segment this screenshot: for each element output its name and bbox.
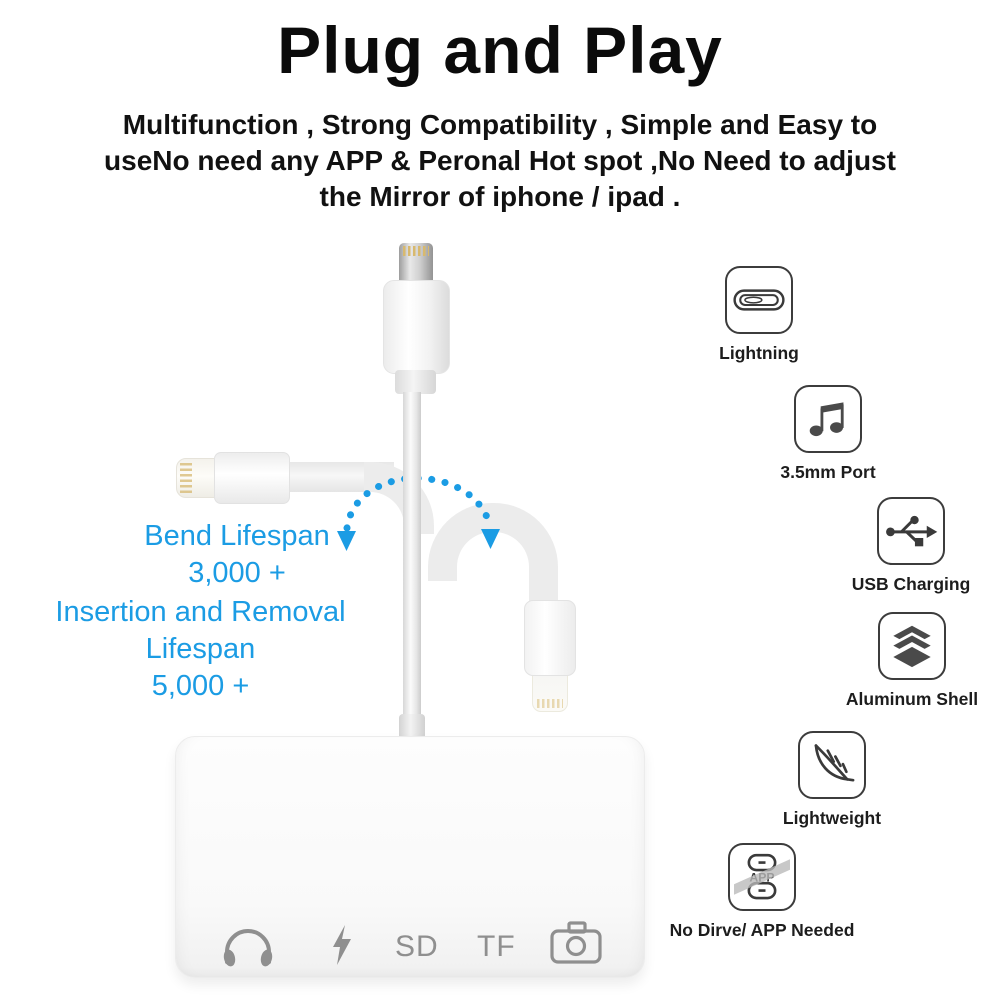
left-connector-body: [214, 452, 290, 504]
feature-no-app-needed: APP No Dirve/ APP Needed: [652, 843, 872, 941]
main-plug-body: [383, 280, 450, 374]
main-cable: [403, 392, 421, 722]
flat-cable-arch: [428, 503, 558, 581]
adapter-body: SD TF: [175, 736, 645, 978]
feather-icon: [814, 744, 855, 782]
tf-port-label: TF: [477, 930, 516, 963]
usb-icon: [886, 515, 938, 547]
feature-lightning: Lightning: [649, 266, 869, 364]
subtitle-line-1: Multifunction , Strong Compatibility , S…: [122, 109, 878, 140]
music-note-icon: [809, 402, 844, 437]
gold-pins: [180, 463, 192, 493]
main-plug-neck: [395, 370, 436, 394]
insertion-lifespan-label: Insertion and Removal Lifespan: [55, 596, 346, 665]
page-title: Plug and Play: [277, 13, 723, 87]
feature-icon-box: [725, 266, 793, 334]
feature-label: USB Charging: [851, 574, 971, 594]
no-app-icon: APP: [734, 853, 790, 900]
headphones-icon: [223, 929, 273, 967]
feature-usb-charging: USB Charging: [801, 497, 1000, 595]
layers-icon: [893, 625, 931, 668]
feature-icon-box: [877, 497, 945, 565]
charging-bolt-icon: [333, 925, 351, 965]
camera-icon: [550, 921, 602, 964]
gold-pins: [537, 699, 563, 708]
hanging-connector-body: [524, 600, 576, 676]
feature-icon-box: APP: [728, 843, 796, 911]
insertion-lifespan-annotation: Insertion and Removal Lifespan 5,000 +: [8, 594, 393, 705]
subtitle-line-3: the Mirror of iphone / ipad .: [319, 181, 681, 212]
main-plug-tip: [399, 243, 433, 283]
feature-label: Lightning: [719, 343, 799, 363]
feature-35mm-port: 3.5mm Port: [718, 385, 938, 483]
feature-icon-box: [794, 385, 862, 453]
lightning-port-icon: [733, 289, 785, 311]
feature-label: No Dirve/ APP Needed: [669, 920, 855, 940]
feature-label: Lightweight: [782, 808, 882, 828]
feature-label: 3.5mm Port: [780, 462, 876, 482]
feature-icon-box: [878, 612, 946, 680]
subtitle: Multifunction , Strong Compatibility , S…: [0, 107, 1000, 215]
sd-port-label: SD: [395, 930, 439, 963]
left-connector-tip: [176, 458, 220, 498]
gold-pins: [403, 246, 429, 256]
feature-lightweight: Lightweight: [722, 731, 942, 829]
bend-lifespan-value: 3,000 +: [188, 557, 286, 589]
feature-aluminum-shell: Aluminum Shell: [802, 612, 1000, 710]
feature-icon-box: [798, 731, 866, 799]
insertion-lifespan-value: 5,000 +: [151, 670, 250, 702]
bend-lifespan-annotation: Bend Lifespan 3,000 +: [112, 518, 362, 592]
feature-label: Aluminum Shell: [845, 689, 979, 709]
hanging-connector-tip: [532, 672, 568, 712]
subtitle-line-2: useNo need any APP & Peronal Hot spot ,N…: [104, 145, 896, 176]
flat-cable-bend: [364, 462, 434, 534]
bend-lifespan-label: Bend Lifespan: [144, 520, 330, 552]
